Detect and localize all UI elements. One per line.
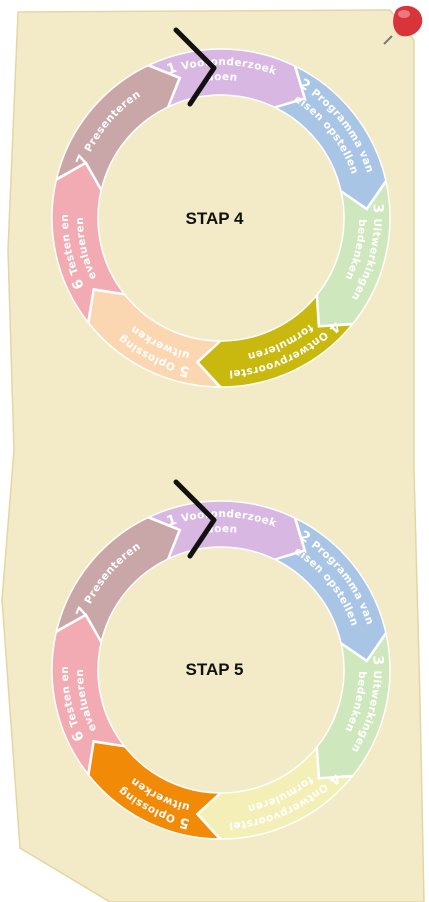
start-marker-icon [173,479,217,559]
cycle-segment-step-2 [273,517,387,662]
cycle-title: STAP 4 [185,209,244,228]
step-5-number: 5 [173,360,191,379]
step-1-number: 1 [165,510,184,530]
cycle-segment-step-2 [273,65,387,210]
step-5-number: 5 [173,812,191,831]
cycle-segment-step-5 [88,289,222,388]
step-3-number: 3 [369,203,386,218]
step-6-number: 6 [67,724,88,744]
cycle-segment-step-5-active [88,741,222,840]
cycle-segment-step-7 [55,516,180,644]
cycle-segment-step-4-active [197,293,354,388]
cycle-segment-step-3 [316,180,391,327]
cycle-segment-step-6 [51,614,126,776]
cycle-segment-step-3 [316,632,391,779]
cycle-segment-step-7 [55,64,180,192]
cycle-segment-step-4 [197,745,354,840]
step-6-number: 6 [67,272,88,292]
step-3-number: 3 [369,655,386,670]
start-marker-icon [173,27,217,107]
push-pin-icon [383,5,423,45]
step-1-number: 1 [165,58,184,78]
cycle-segment-step-6 [51,162,126,324]
cycle-title: STAP 5 [185,660,244,679]
